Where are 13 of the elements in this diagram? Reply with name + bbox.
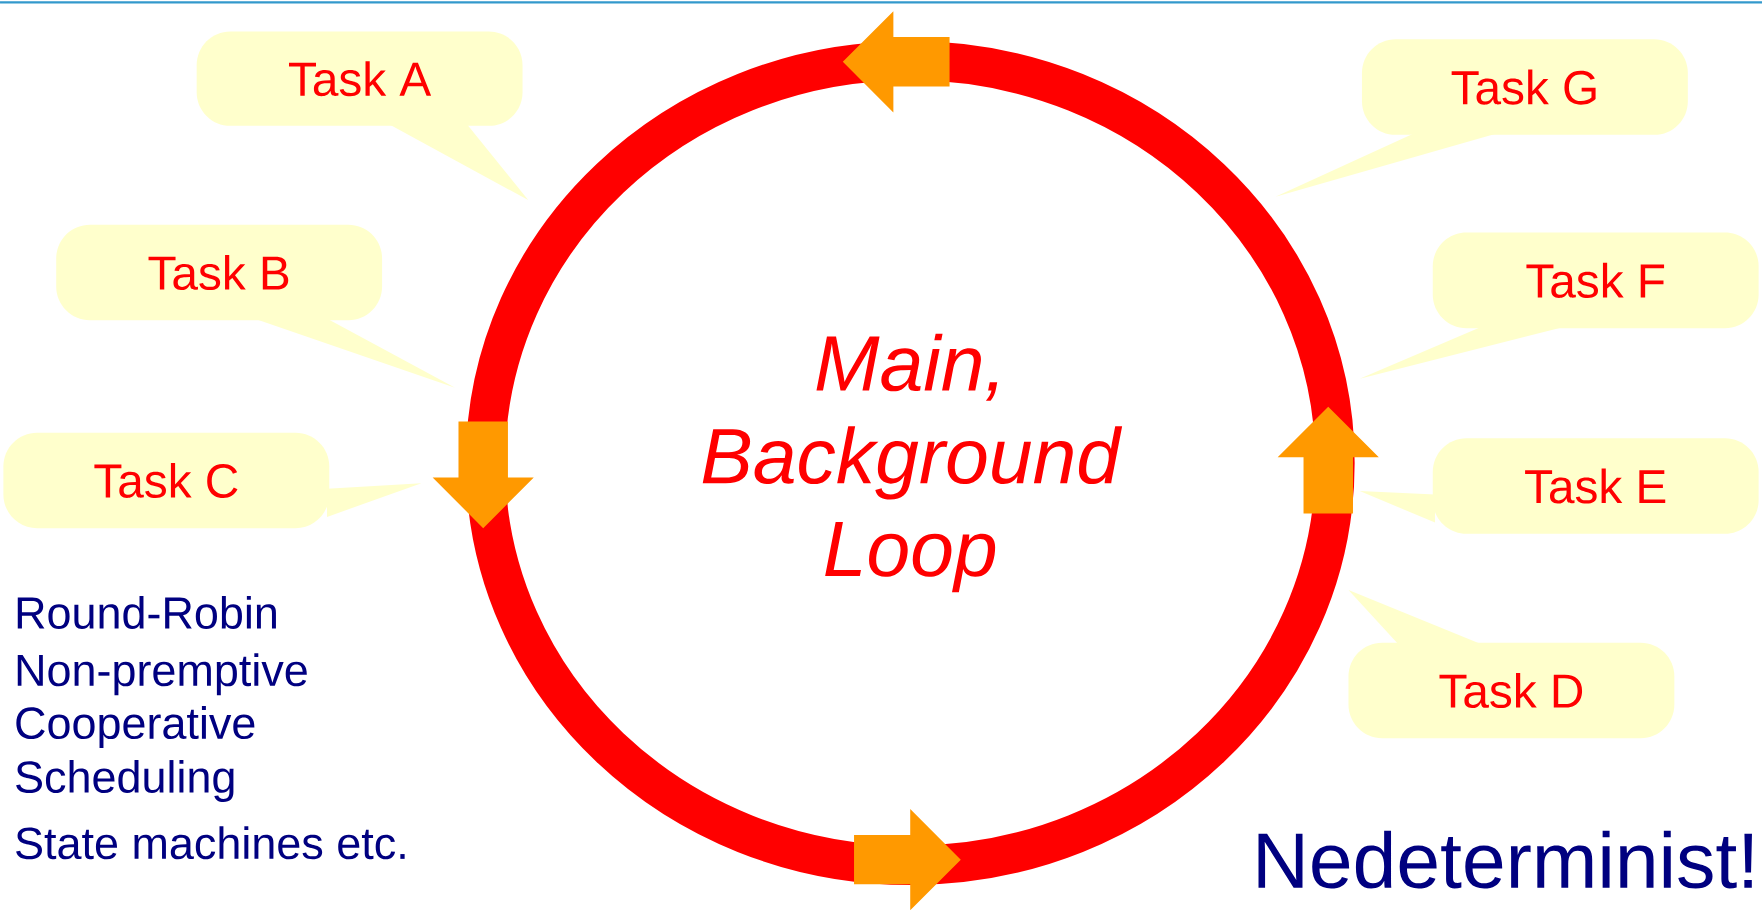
callout-bubble: Task F: [1359, 232, 1759, 379]
callout-bubble: Task B: [56, 224, 456, 388]
note-text: Non-premptive: [17, 653, 307, 696]
note-text: Cooperative: [16, 706, 255, 749]
callout-bubble: Task G: [1275, 39, 1688, 197]
heading-text: Nedeterminist!: [1258, 830, 1752, 889]
note-text: State machines etc.: [16, 826, 405, 860]
note-text: Scheduling: [16, 760, 234, 803]
note-text: Round-Robin: [17, 596, 276, 629]
callout-bubble: Task E: [1359, 438, 1759, 534]
callout-bubble: Task D: [1348, 590, 1675, 739]
callout-bubble: Task C: [3, 432, 422, 529]
callout-bubble: Task A: [196, 31, 529, 201]
